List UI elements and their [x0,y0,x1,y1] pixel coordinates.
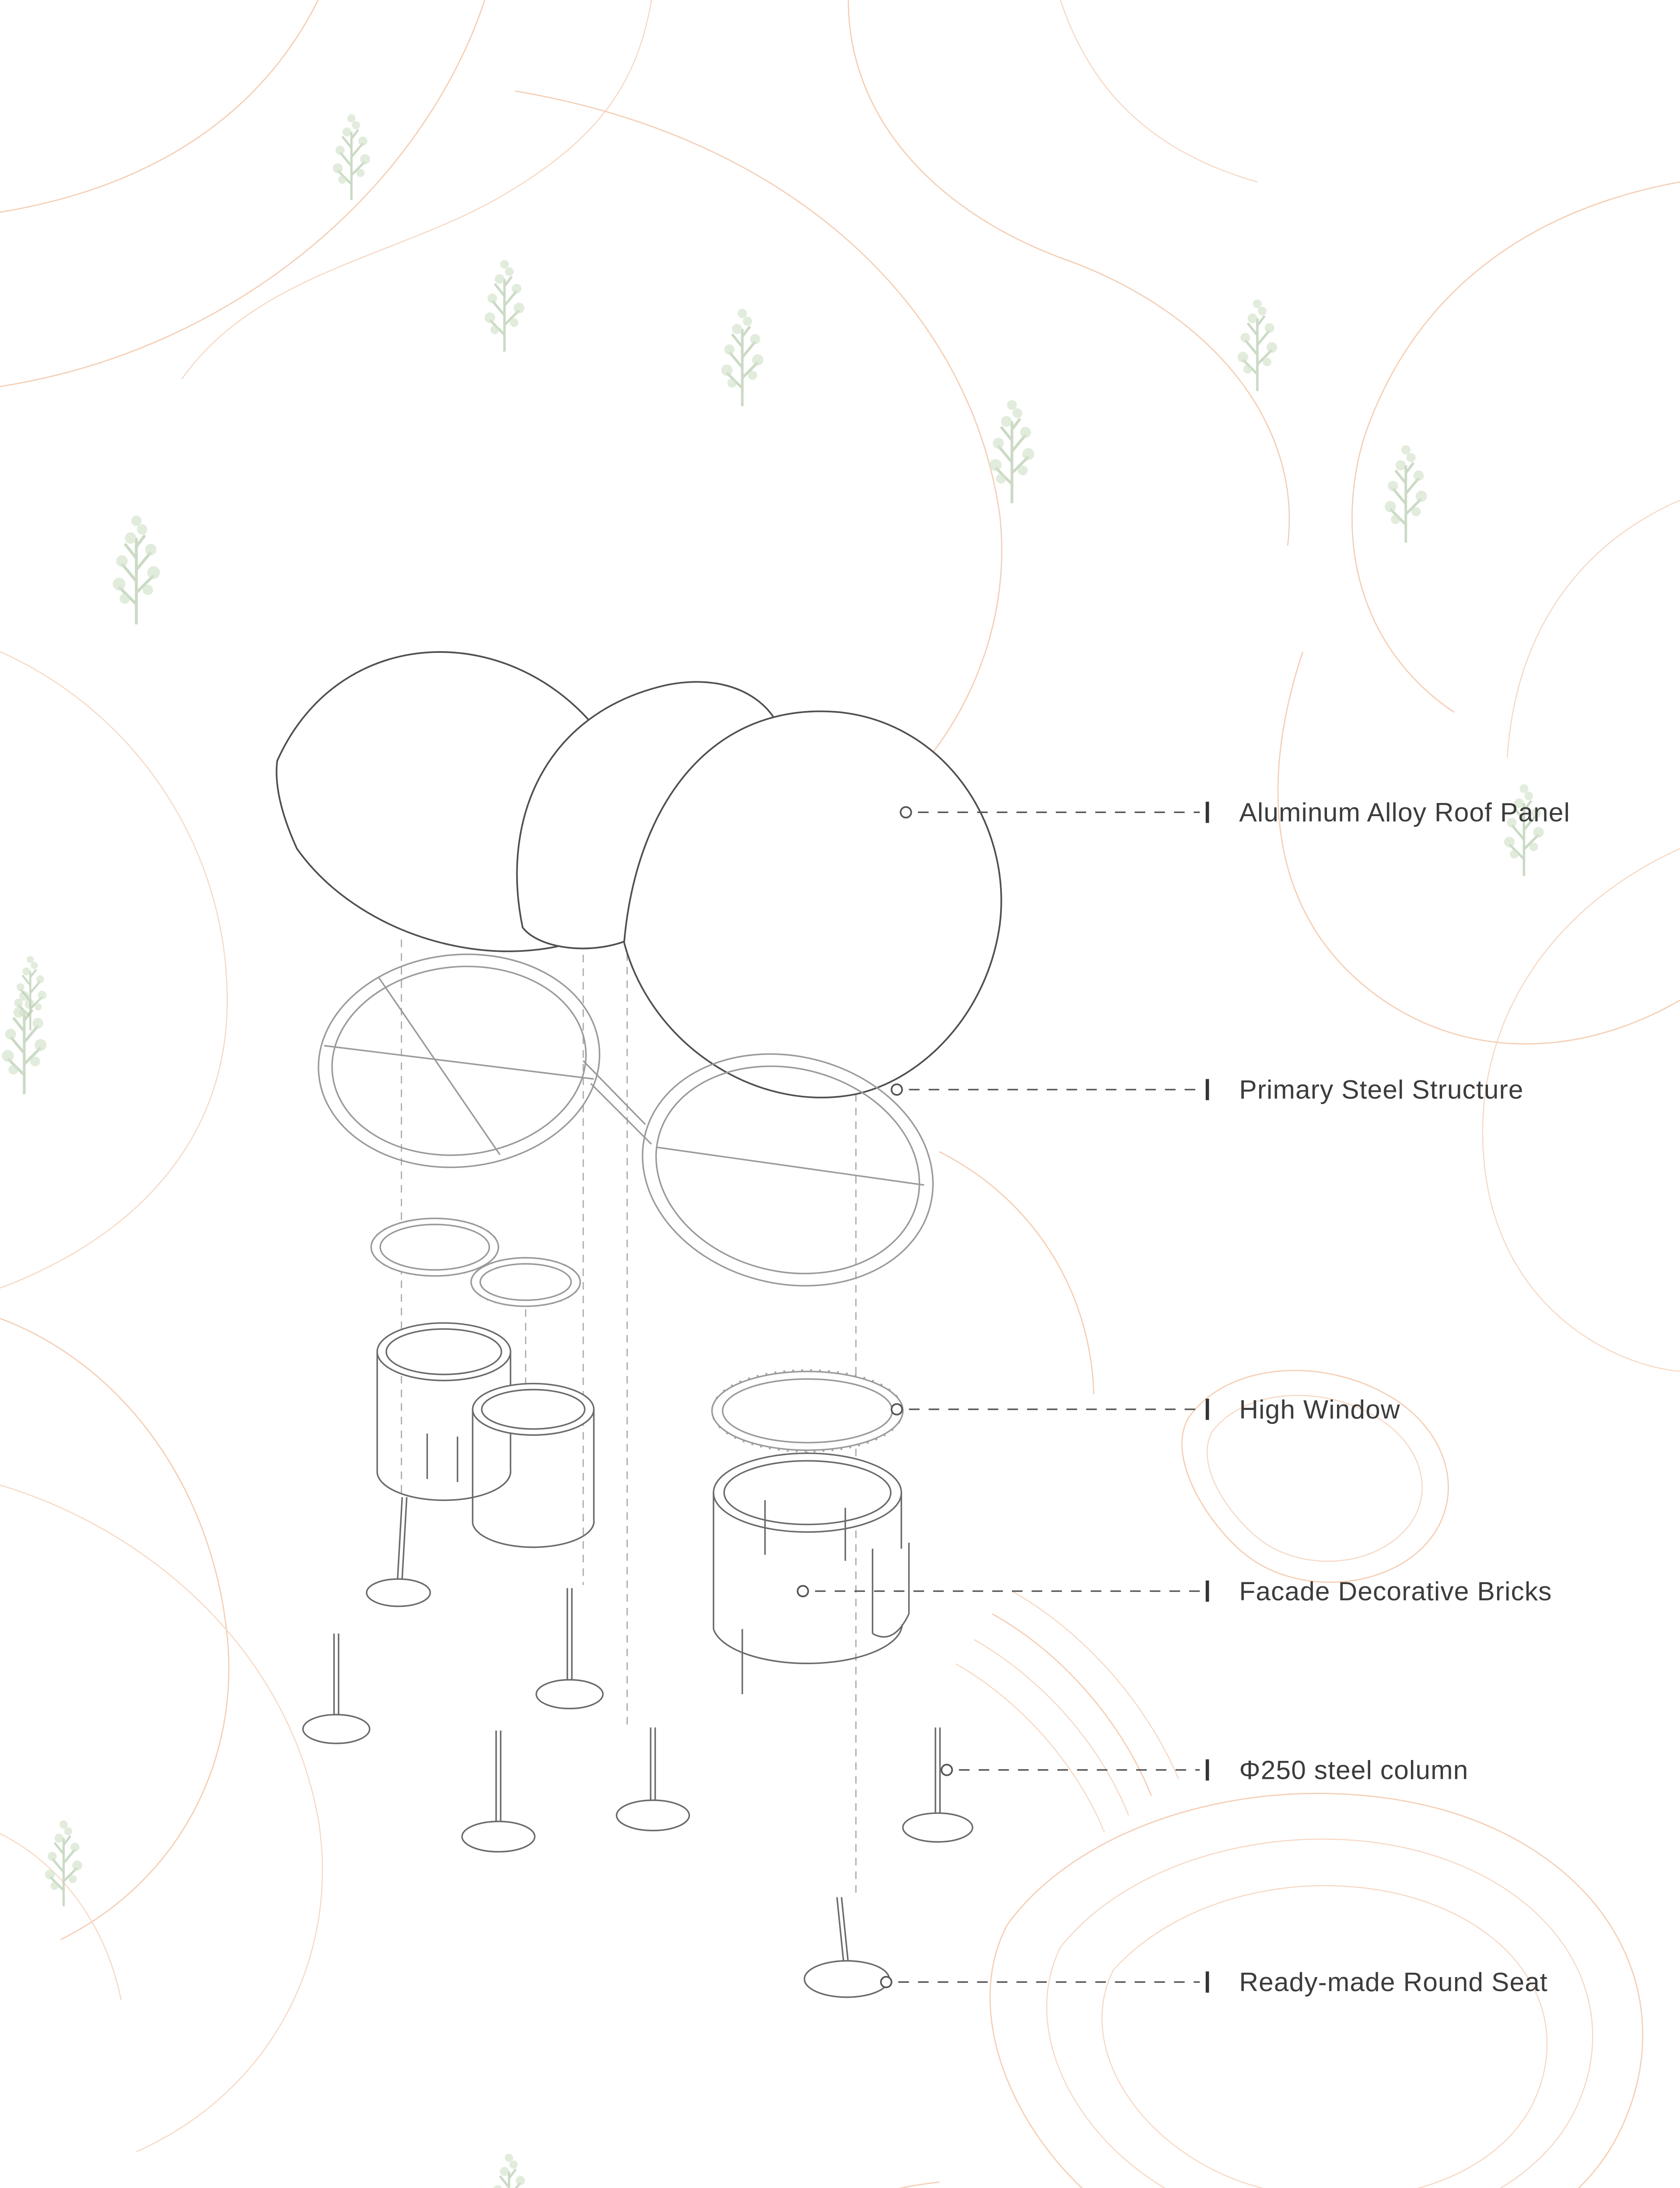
steel-column [536,1588,604,1710]
label-round-seat: Ready-made Round Seat [880,1967,1547,1997]
tree [45,1820,82,1906]
leader-marker [900,806,912,819]
brick-volume-right [713,1452,918,1694]
roof-panels [276,651,1002,1098]
label-steel-column: Φ250 steel column [941,1755,1468,1785]
label-round-seat-text: Ready-made Round Seat [1239,1967,1547,1997]
leader-marker [890,1083,903,1096]
steel-column [461,1730,536,1853]
leader-marker [941,1764,953,1776]
label-steel-structure: Primary Steel Structure [890,1075,1523,1105]
label-roof-panel-text: Aluminum Alloy Roof Panel [1239,797,1570,827]
tree [1238,299,1278,391]
steel-column [302,1633,371,1744]
leader-marker [890,1403,903,1416]
label-steel-column-text: Φ250 steel column [1239,1755,1468,1785]
steel-columns [302,1497,973,1853]
site-trees [2,114,1544,2188]
primary-steel-structure [318,954,934,1287]
leader-marker [797,1585,809,1598]
tree [1385,445,1427,543]
leader-marker [880,1976,892,1988]
tree [333,114,370,200]
tree [113,515,160,624]
round-seat [803,1897,890,1998]
brick-volume-left [376,1322,595,1548]
steel-column [366,1497,431,1607]
callout-labels: Aluminum Alloy Roof Panel Primary Steel … [797,797,1570,1997]
tree [721,309,763,407]
label-roof-panel: Aluminum Alloy Roof Panel [900,797,1570,827]
label-facade-bricks-text: Facade Decorative Bricks [1239,1576,1552,1606]
tree [990,400,1034,503]
tree [490,2154,528,2188]
label-high-window: High Window [890,1394,1400,1424]
steel-column [902,1727,973,1843]
tree [485,260,525,351]
label-steel-structure-text: Primary Steel Structure [1239,1075,1523,1105]
label-facade-bricks: Facade Decorative Bricks [797,1576,1552,1606]
brick-facade-volumes [376,1322,918,1694]
label-high-window-text: High Window [1239,1394,1400,1424]
steel-column [616,1727,690,1831]
